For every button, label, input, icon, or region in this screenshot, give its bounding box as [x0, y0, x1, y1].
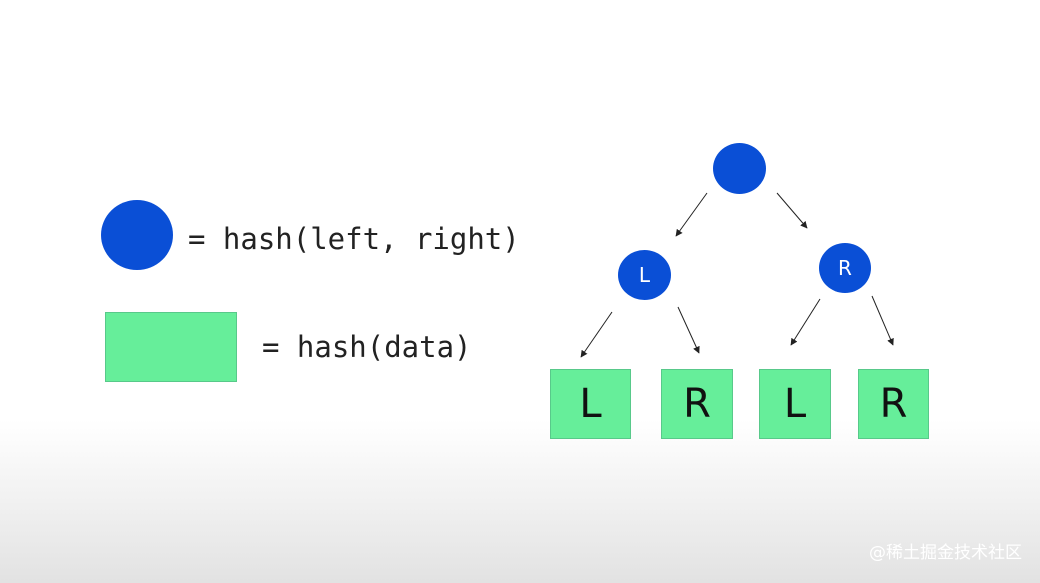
tree-right-node: R: [819, 243, 871, 293]
watermark: @稀土掘金技术社区: [869, 543, 1022, 563]
edge-left-leaf2: [677, 306, 700, 354]
edge-left-leaf1: [580, 311, 613, 358]
leaf-4: R: [858, 369, 929, 439]
edge-right-leaf4: [871, 295, 894, 346]
leaf-2: R: [661, 369, 733, 439]
legend-node-formula: = hash(left, right): [188, 222, 520, 256]
edge-root-left: [675, 192, 708, 237]
legend-leaf-formula: = hash(data): [262, 330, 472, 364]
edge-right-leaf3: [790, 298, 821, 346]
leaf-1: L: [550, 369, 631, 439]
tree-root-node: [713, 143, 766, 194]
legend-leaf-rect: [105, 312, 237, 382]
legend-node-circle: [101, 200, 173, 270]
tree-left-node: L: [618, 250, 671, 300]
edge-root-right: [776, 192, 808, 229]
leaf-3: L: [759, 369, 831, 439]
